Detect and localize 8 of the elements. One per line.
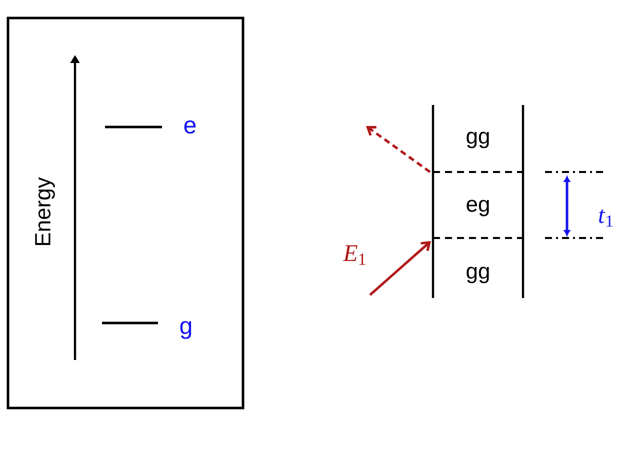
- duration-label: t$_{1}$: [599, 209, 613, 227]
- region-label: eg: [466, 200, 489, 216]
- energy-axis-label: Energy: [35, 177, 55, 246]
- level-label: e: [184, 120, 196, 134]
- region-label: gg: [466, 132, 489, 148]
- field-label: E$_{1}$: [342, 245, 366, 265]
- region-label: gg: [466, 266, 489, 284]
- level-label: g: [180, 321, 192, 339]
